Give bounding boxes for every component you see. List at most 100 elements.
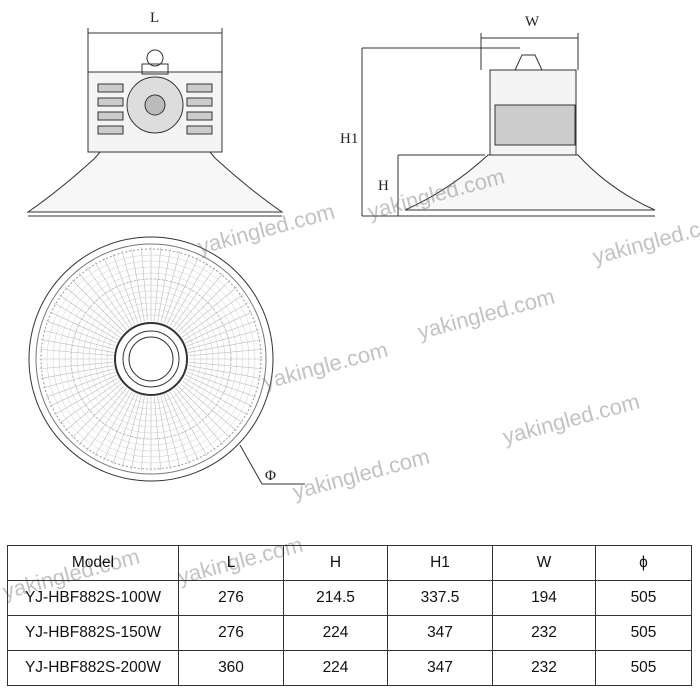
reflector-rib [112,394,139,465]
cell-L: 360 [178,650,284,686]
reflector-rib [166,257,199,325]
reflector-rib [40,365,114,379]
reflector-rib [175,387,224,445]
reflector-rib [183,377,249,416]
reflector-rib [172,267,216,329]
table-row: YJ-HBF882S-100W 276 214.5 337.5 194 505 [7,580,692,616]
dim-label-W: W [525,14,540,30]
reflector-rib [160,395,181,468]
front-view: L [26,10,284,217]
reflector-rib [179,383,237,432]
cell-H1: 337.5 [387,580,493,616]
reflector-rib [71,279,125,333]
cell-H: 224 [283,650,388,686]
reflector-rib [166,393,199,461]
reflector-rib [103,393,136,461]
reflector-rib [42,329,115,350]
side-view: W H1 H [340,14,656,217]
dim-label-H: H [378,178,389,194]
reflector-ring [58,266,244,452]
cell-phi: 505 [595,580,692,616]
reflector-ring [70,278,232,440]
cell-H1: 347 [387,615,493,651]
reflector-rib [131,248,145,322]
cell-L: 276 [178,580,284,616]
cell-model: YJ-HBF882S-100W [7,580,179,616]
reflector-rib [177,385,231,439]
reflector-rib [121,250,142,323]
reflector-rib [53,302,119,341]
reflector-rib [40,339,114,353]
technical-drawing: L W H1 H Φ [26,10,656,485]
reflector-rib [169,391,208,457]
reflector-rib [169,261,208,327]
reflector-rib [160,250,181,323]
reflector-rib [39,362,114,370]
reflector-ring [94,302,208,416]
reflector-rib [65,383,123,432]
reflector-rib [131,396,145,470]
reflector-ring [46,254,256,464]
dim-label-L: L [150,10,159,26]
reflector-rib [163,394,190,465]
reflector-rib [186,371,257,398]
reflector-rib [188,365,262,379]
reflector-rib [78,387,127,445]
bottom-view: Φ [28,236,305,485]
reflector-rib [71,385,125,439]
header-phi: ϕ [595,545,692,581]
cell-model: YJ-HBF882S-200W [7,650,179,686]
reflector-rib [59,380,121,424]
dim-label-phi: Φ [265,468,276,484]
reflector-rib [94,261,133,327]
reflector-rib [140,396,148,471]
reflector-rib [94,391,133,457]
reflector-rib [121,395,142,468]
reflector-rib [154,247,162,322]
cell-H: 224 [283,615,388,651]
reflector-rib [45,371,116,398]
reflector-ring [52,260,250,458]
reflector-rib [65,286,123,335]
reflector-rib [39,348,114,356]
cell-L: 276 [178,615,284,651]
reflector-rib [183,302,249,341]
reflector-ring [100,308,202,410]
reflector-rib [172,389,216,451]
reflector-rib [103,257,136,325]
reflector-rib [112,253,139,324]
reflector-ring [82,290,220,428]
reflector-rib [49,311,117,344]
reflector-rib [154,396,162,471]
reflector-rib [49,374,117,407]
table-row: YJ-HBF882S-150W 276 224 347 232 505 [7,615,692,651]
reflector-rib [188,339,262,353]
cell-W: 232 [492,650,596,686]
cell-H1: 347 [387,650,493,686]
reflector-rib [45,320,116,347]
header-model: Model [7,545,179,581]
reflector-rib [53,377,119,416]
reflector-rib [163,253,190,324]
reflector-rib [86,267,130,329]
reflector-rib [175,273,224,331]
reflector-ring [88,296,214,422]
reflector-rib [59,294,121,338]
reflector-rib [140,247,148,322]
header-H1: H1 [387,545,493,581]
reflector-rib [187,368,260,389]
cell-phi: 505 [595,650,692,686]
cell-H: 214.5 [283,580,388,616]
reflector-rib [188,348,263,356]
reflector-ring [64,272,238,446]
reflector-rib [186,320,257,347]
reflector-rib [78,273,127,331]
cell-W: 194 [492,580,596,616]
header-W: W [492,545,596,581]
reflector-rib [157,396,171,470]
reflector-rib [185,374,253,407]
reflector-ring [76,284,226,434]
reflector-rib [181,294,243,338]
spec-table: Model L H H1 W ϕ YJ-HBF882S-100W 276 214… [7,545,692,686]
reflector-rib [42,368,115,389]
